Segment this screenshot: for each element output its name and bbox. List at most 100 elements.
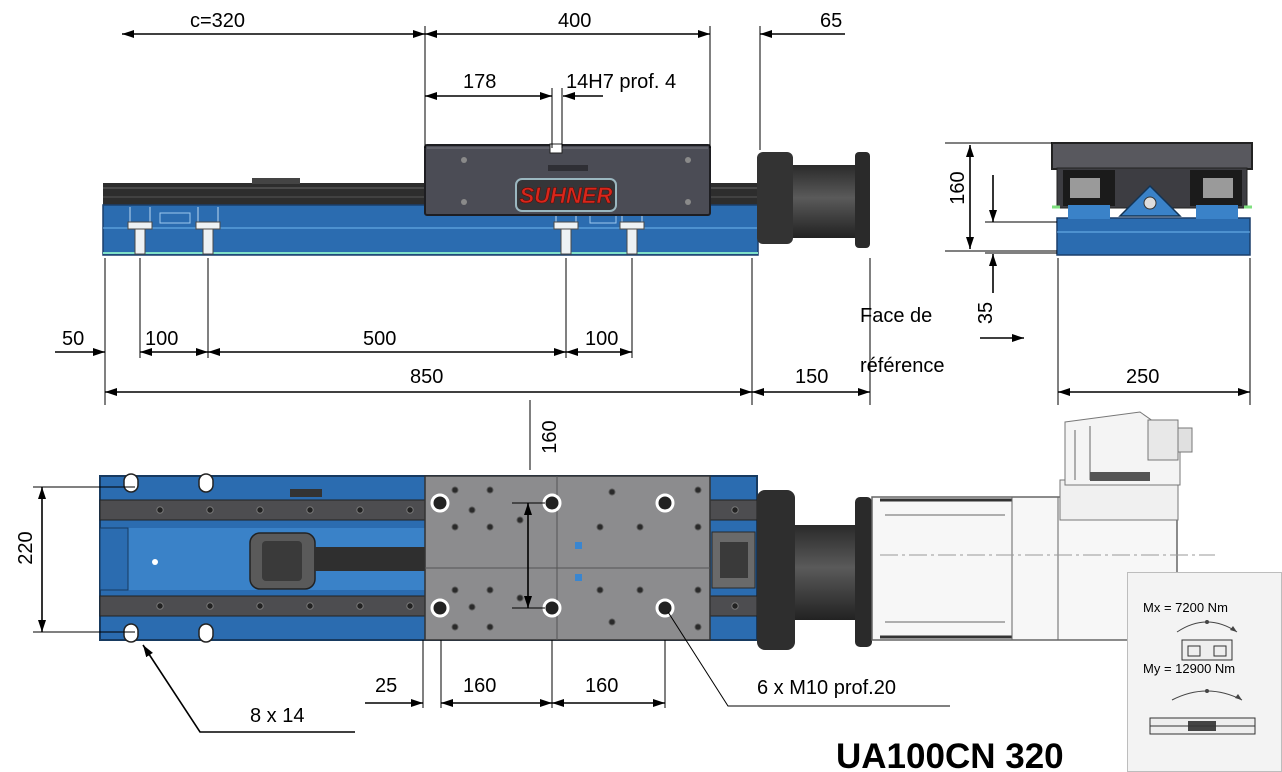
dimension-160-pitch-left-label: 160 — [463, 675, 496, 697]
logo-plate — [515, 178, 617, 212]
carriage-side: SUHNER — [424, 143, 711, 216]
coupling-shaft — [795, 525, 855, 620]
holes-note: 6 x M10 prof.20 — [757, 677, 896, 699]
slots-note: 8 x 14 — [250, 705, 304, 727]
end-base — [1056, 217, 1251, 256]
mounting-screw — [195, 207, 221, 255]
m10-hole — [430, 493, 450, 513]
screw-shank — [202, 228, 214, 255]
plate-small-hole — [516, 594, 524, 602]
plate-small-hole — [451, 523, 459, 531]
plate-small-hole — [694, 586, 702, 594]
rail-bolt-head — [206, 602, 214, 610]
rotation-axis-icon — [1205, 689, 1209, 693]
coupling-cylinder — [793, 165, 855, 238]
mounting-screw — [127, 207, 153, 255]
plate-small-hole — [636, 523, 644, 531]
bore-note: 14H7 prof. 4 — [566, 71, 676, 93]
rail-bolt-head — [256, 602, 264, 610]
m10-hole — [430, 598, 450, 618]
rotation-arrowhead-icon — [1230, 626, 1237, 632]
carriage-screw — [461, 199, 467, 205]
rotation-axis-icon — [1205, 620, 1209, 624]
plate-small-hole — [451, 586, 459, 594]
plate-small-hole — [486, 623, 494, 631]
plate-small-hole — [451, 623, 459, 631]
centering-bore — [549, 143, 563, 154]
carriage-screw — [461, 157, 467, 163]
plate-small-holes — [451, 486, 702, 631]
screw-head — [553, 221, 579, 230]
plate-small-hole — [694, 486, 702, 494]
rotation-arrowhead-icon — [1235, 694, 1242, 700]
coupling-housing — [757, 490, 795, 650]
rail-bolt-head — [306, 602, 314, 610]
m10-hole — [542, 598, 562, 618]
rail-bolt-head — [206, 506, 214, 514]
rail-section-icon-block — [1187, 645, 1201, 657]
rail-bolt-head — [356, 506, 364, 514]
plate-small-hole — [608, 488, 616, 496]
plate-small-hole — [694, 623, 702, 631]
rail-bolt-head — [306, 506, 314, 514]
plate-small-hole — [694, 523, 702, 531]
mounting-slot — [198, 623, 214, 643]
side-view: SUHNER — [102, 143, 870, 256]
rail-bolt-head — [156, 602, 164, 610]
plate-pin-marker — [575, 574, 582, 581]
moment-my-label: My = 12900 Nm — [1143, 661, 1235, 676]
reference-face-label-line1: Face de — [860, 305, 932, 327]
rail-section-icon-block — [1213, 645, 1227, 657]
dimension-25-label: 25 — [375, 675, 397, 697]
servo-motor — [871, 411, 1215, 641]
screw-shank — [626, 228, 638, 255]
rail-bolt-head — [406, 602, 414, 610]
end-bearing-left-insert — [1070, 178, 1100, 198]
screw-shank — [134, 228, 146, 255]
dimension-850-label: 850 — [410, 366, 443, 388]
mounting-slot — [123, 623, 139, 643]
motor-adapter-side — [757, 152, 870, 248]
dimension-150-label: 150 — [795, 366, 828, 388]
left-end-cap — [99, 527, 129, 591]
cable-clip — [290, 489, 322, 497]
suhner-logo: SUHNER — [520, 183, 613, 208]
dimension-65-label: 65 — [820, 10, 842, 32]
moments-inset: Mx = 7200 Nm My = 12900 Nm — [1127, 572, 1282, 772]
connector-base — [1059, 479, 1179, 521]
rail-bolt-head — [731, 602, 739, 610]
holes-leader — [667, 611, 950, 707]
cable-gland-nut — [1177, 427, 1193, 453]
plate-small-hole — [516, 516, 524, 524]
end-guide-right — [1196, 205, 1238, 219]
rail-bolt-head — [156, 506, 164, 514]
rail-bolt-head — [256, 506, 264, 514]
m10-hole — [655, 493, 675, 513]
screw-head — [195, 221, 221, 230]
moment-mx-label: Mx = 7200 Nm — [1143, 600, 1228, 615]
dimension-178-label: 178 — [463, 71, 496, 93]
reference-face-label-line2: référence — [860, 355, 945, 377]
dimension-160-pitch-right-label: 160 — [585, 675, 618, 697]
slots-leader — [142, 644, 355, 733]
dimension-160-height-label: 160 — [947, 171, 969, 204]
carriage-plate — [424, 475, 711, 641]
channel-marker — [152, 559, 158, 565]
dimension-c-label: c=320 — [190, 10, 245, 32]
dimension-400-label: 400 — [558, 10, 591, 32]
dimension-100-left-label: 100 — [145, 328, 178, 350]
motor-flange — [855, 497, 872, 647]
ball-nut-core — [262, 541, 302, 581]
dimension-220-label: 220 — [15, 531, 37, 564]
screw-shank — [560, 228, 572, 255]
plate-small-hole — [608, 618, 616, 626]
dimension-500-label: 500 — [363, 328, 396, 350]
rail-bolt-head — [356, 602, 364, 610]
base-pocket — [159, 212, 191, 224]
end-view — [1051, 142, 1253, 256]
rail-bolt-head — [406, 506, 414, 514]
side-view-dimensions: c=320 400 65 178 14H7 prof. 4 50 100 500… — [55, 10, 871, 405]
model-title: UA100CN 320 — [836, 737, 1064, 772]
plate-small-hole — [451, 486, 459, 494]
dimension-160-plate-label: 160 — [539, 420, 561, 453]
